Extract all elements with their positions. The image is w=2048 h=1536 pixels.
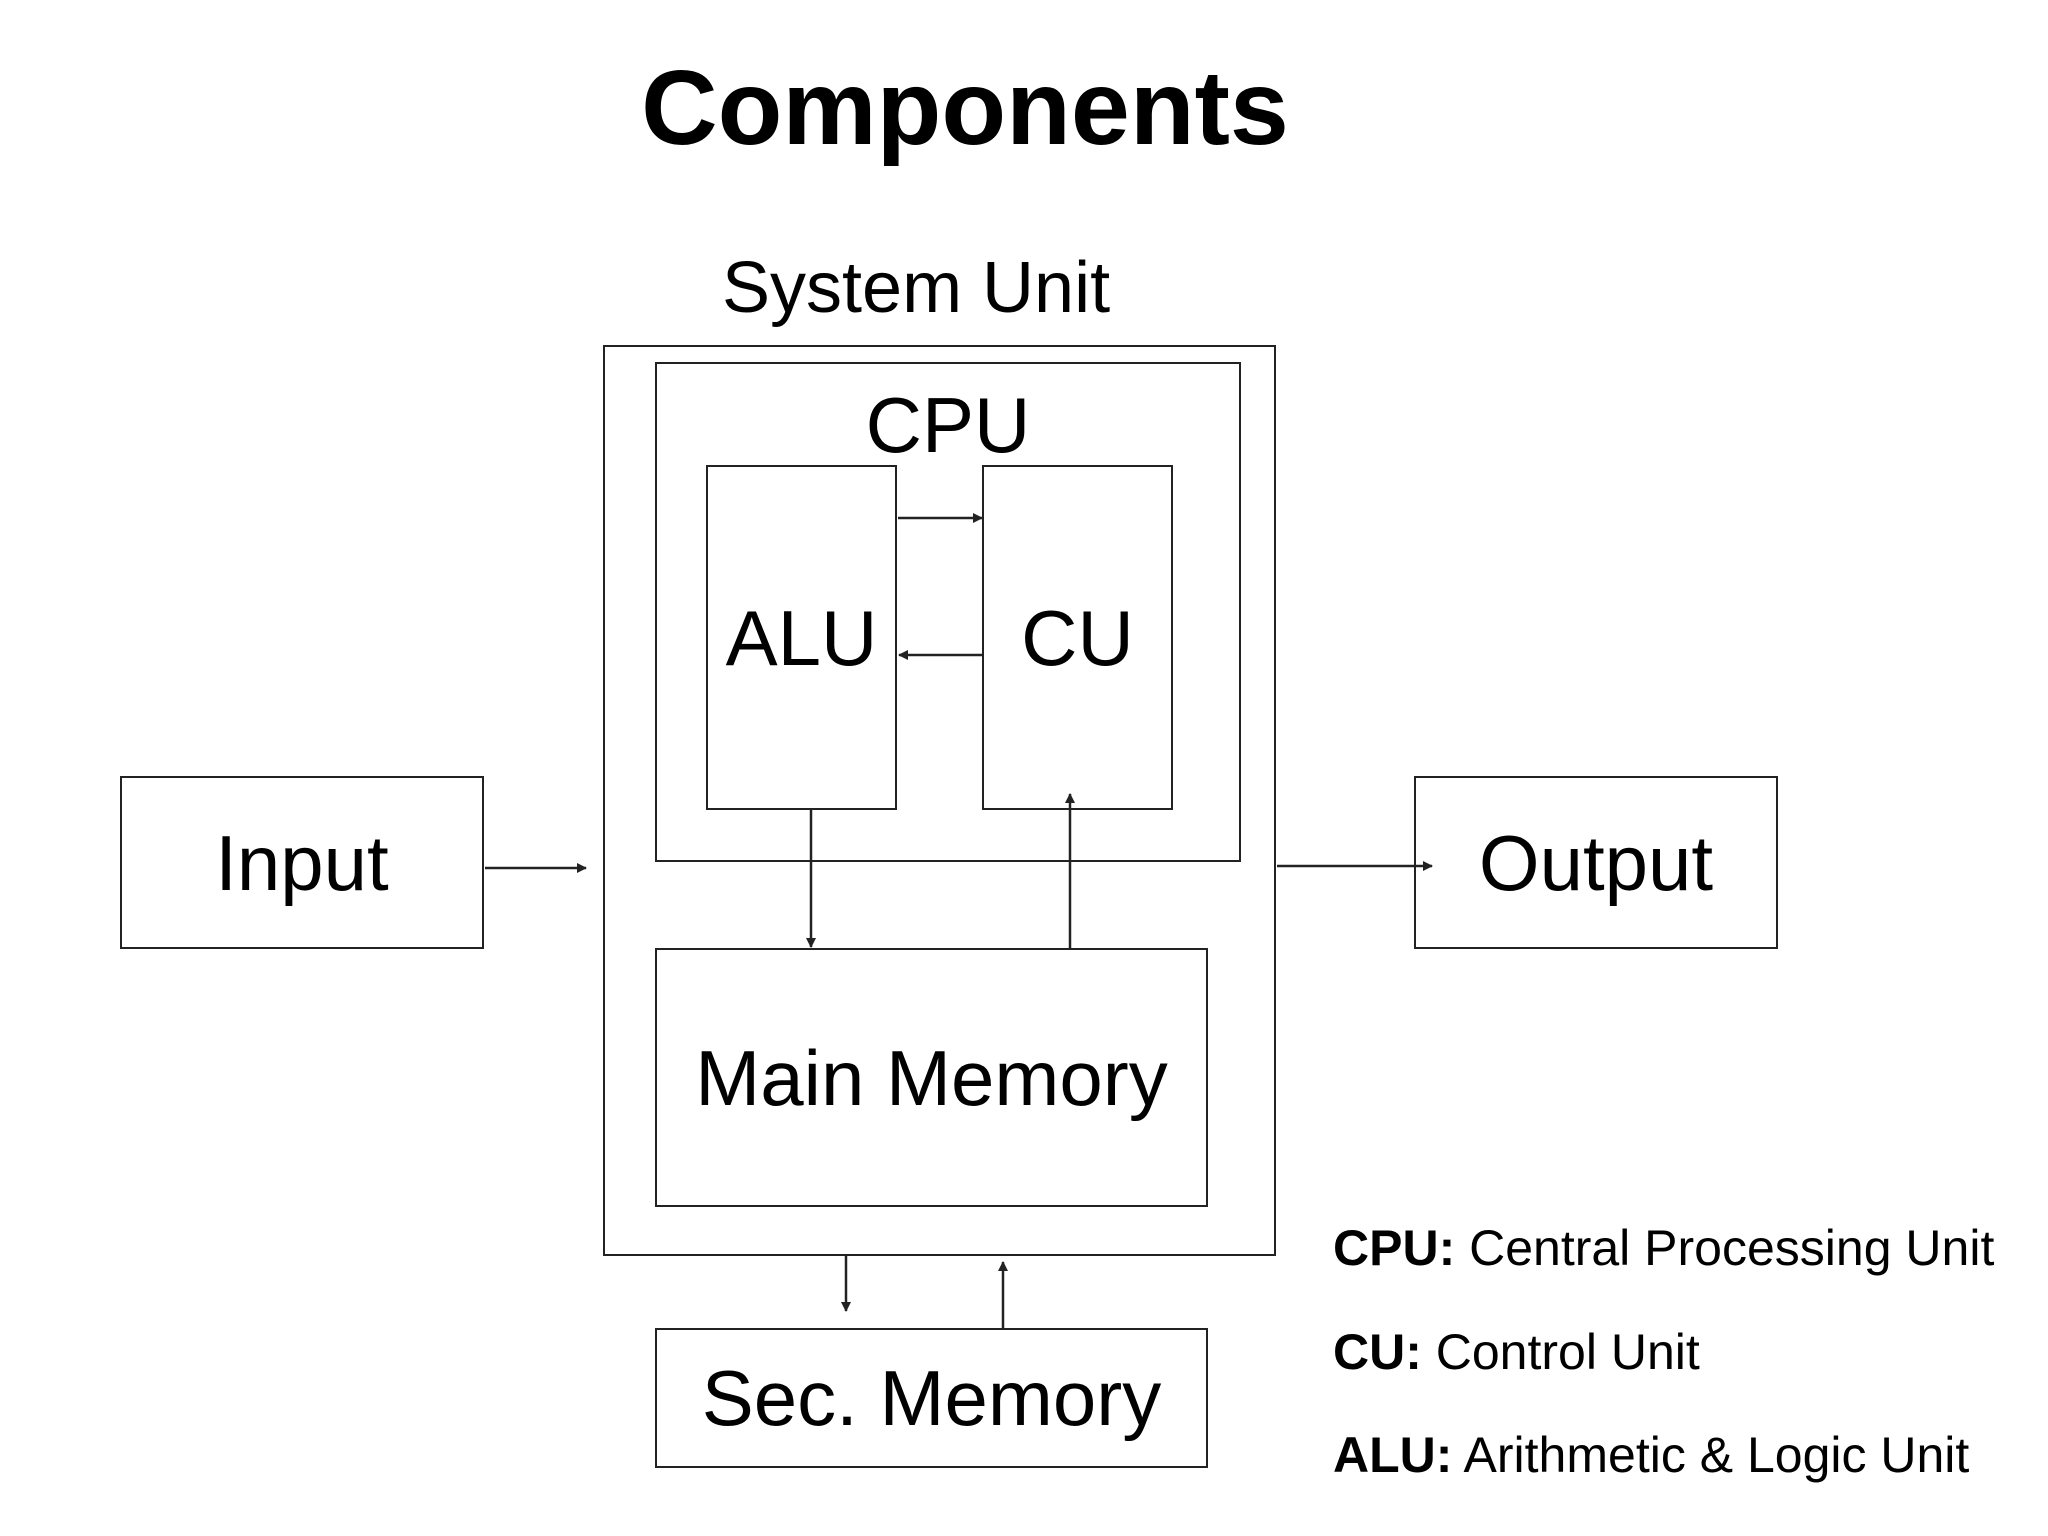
legend-item-cu: CU: Control Unit <box>1333 1327 1700 1377</box>
legend-key: ALU: <box>1333 1427 1453 1483</box>
legend-value: Control Unit <box>1421 1324 1700 1380</box>
output-label: Output <box>1478 818 1714 907</box>
alu-box: ALU <box>706 465 897 810</box>
cpu-label: CPU <box>865 381 1031 469</box>
sec-memory-label: Sec. Memory <box>701 1354 1162 1442</box>
output-box: Output <box>1414 776 1778 949</box>
sec-memory-box: Sec. Memory <box>655 1328 1208 1468</box>
legend-value: Arithmetic & Logic Unit <box>1452 1427 1970 1483</box>
legend-key: CPU: <box>1333 1220 1456 1276</box>
cpu-box: CPU <box>655 362 1241 862</box>
system-unit-box <box>603 345 1276 1256</box>
input-label: Input <box>215 818 389 907</box>
cu-box: CU <box>982 465 1173 810</box>
input-box: Input <box>120 776 484 949</box>
legend-value: Central Processing Unit <box>1455 1220 1995 1276</box>
legend-item-cpu: CPU: Central Processing Unit <box>1333 1223 1994 1273</box>
legend-item-alu: ALU: Arithmetic & Logic Unit <box>1333 1430 1969 1480</box>
legend-key: CU: <box>1333 1324 1422 1380</box>
alu-label: ALU <box>725 593 878 682</box>
main-memory-label: Main Memory <box>695 1033 1168 1122</box>
system-unit-caption: System Unit <box>722 248 1111 328</box>
page-title: Components <box>641 49 1289 167</box>
cu-label: CU <box>1021 593 1134 682</box>
main-memory-box: Main Memory <box>655 948 1208 1207</box>
